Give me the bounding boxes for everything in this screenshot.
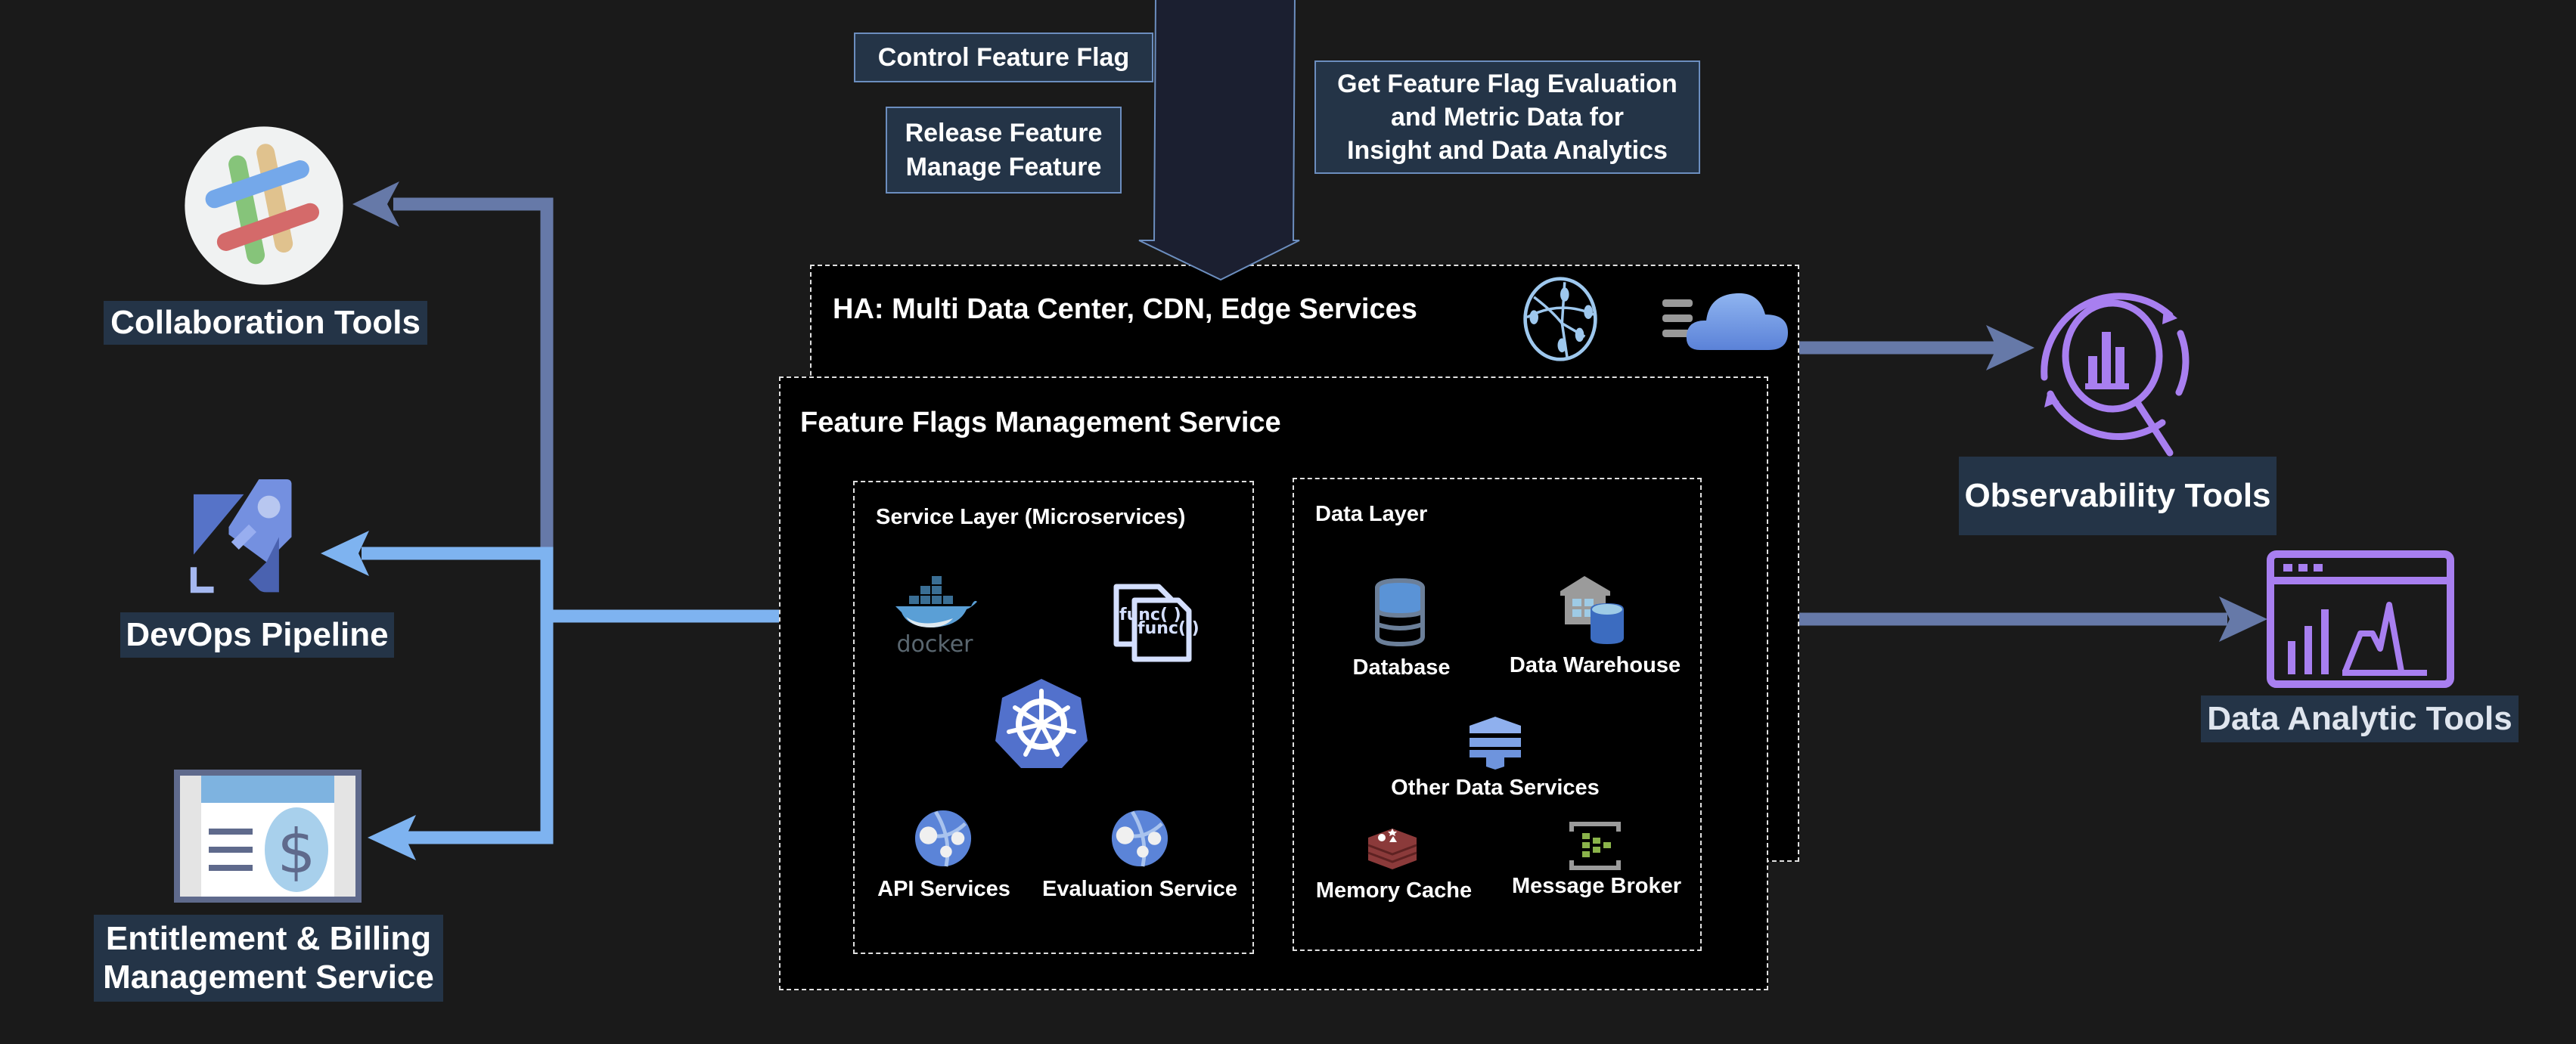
arrowhead-observability (1986, 325, 2034, 370)
collaboration-tools-label: Collaboration Tools (104, 301, 427, 345)
evaluation-service-icon (1111, 810, 1169, 867)
database-label: Database (1352, 655, 1451, 680)
function-icon: func( ) func( ) (1113, 584, 1200, 662)
observability-tools-label: Observability Tools (1959, 457, 2277, 535)
data-services-icon (1470, 717, 1521, 770)
manage-feature-text: Manage Feature (905, 152, 1102, 181)
pipeline-rocket-icon (190, 479, 292, 593)
cloud-icon (1662, 293, 1788, 350)
arrowhead-billing (368, 815, 416, 860)
ffms-box: Feature Flags Management Service Service… (779, 376, 1768, 990)
evaluation-text-2: and Metric Data for (1391, 102, 1624, 132)
function-text-2: func( ) (1137, 619, 1200, 638)
ha-layer-title: HA: Multi Data Center, CDN, Edge Service… (833, 293, 1417, 325)
arrowhead-collaboration (352, 181, 399, 227)
other-data-services-label: Other Data Services (1391, 776, 1600, 800)
connector-collaboration (393, 197, 554, 553)
memory-cache-label: Memory Cache (1315, 878, 1473, 903)
billing-icon: $ (174, 770, 362, 903)
devops-pipeline-label: DevOps Pipeline (120, 612, 394, 658)
data-layer-title: Data Layer (1315, 502, 1428, 526)
svg-text:$: $ (278, 816, 316, 887)
analytics-dashboard-icon (2267, 550, 2454, 688)
observability-icon (2041, 293, 2190, 457)
release-feature-text: Release Feature (905, 119, 1103, 148)
incoming-arrow (1138, 0, 1300, 281)
data-warehouse-icon (1560, 576, 1624, 644)
function-text-1: func( ) (1119, 606, 1181, 624)
docker-icon: docker (895, 576, 977, 658)
api-services-icon (914, 810, 972, 867)
message-broker-icon (1569, 822, 1621, 870)
kubernetes-icon (995, 679, 1088, 768)
arrowhead-devops (321, 531, 369, 576)
service-layer-box: Service Layer (Microservices) docker fun… (853, 481, 1254, 954)
database-icon (1375, 578, 1425, 647)
control-feature-flag-note: Control Feature Flag (854, 33, 1153, 82)
arrowhead-analytics (2219, 596, 2267, 642)
slack-icon (185, 126, 343, 285)
api-services-label: API Services (877, 877, 1010, 901)
evaluation-service-label: Evaluation Service (1042, 877, 1237, 901)
control-feature-flag-text: Control Feature Flag (877, 42, 1130, 72)
connector-billing (405, 616, 554, 844)
service-layer-title: Service Layer (Microservices) (876, 505, 1186, 529)
data-layer-box: Data Layer Database Data Warehouse Other… (1293, 478, 1702, 951)
connector-devops (362, 547, 554, 616)
evaluation-text-1: Get Feature Flag Evaluation (1337, 69, 1678, 98)
network-globe-icon (1523, 277, 1597, 361)
evaluation-data-note: Get Feature Flag Evaluation and Metric D… (1314, 60, 1700, 174)
entitlement-billing-label: Entitlement & Billing Management Service (94, 915, 443, 1002)
docker-wordmark: docker (897, 631, 974, 658)
redis-icon (1367, 829, 1417, 869)
data-analytic-tools-label: Data Analytic Tools (2201, 695, 2519, 742)
message-broker-label: Message Broker (1511, 874, 1682, 898)
release-feature-note: Release Feature Manage Feature (886, 107, 1122, 194)
data-warehouse-label: Data Warehouse (1509, 653, 1681, 677)
ffms-title: Feature Flags Management Service (800, 407, 1281, 438)
evaluation-text-3: Insight and Data Analytics (1347, 136, 1668, 166)
